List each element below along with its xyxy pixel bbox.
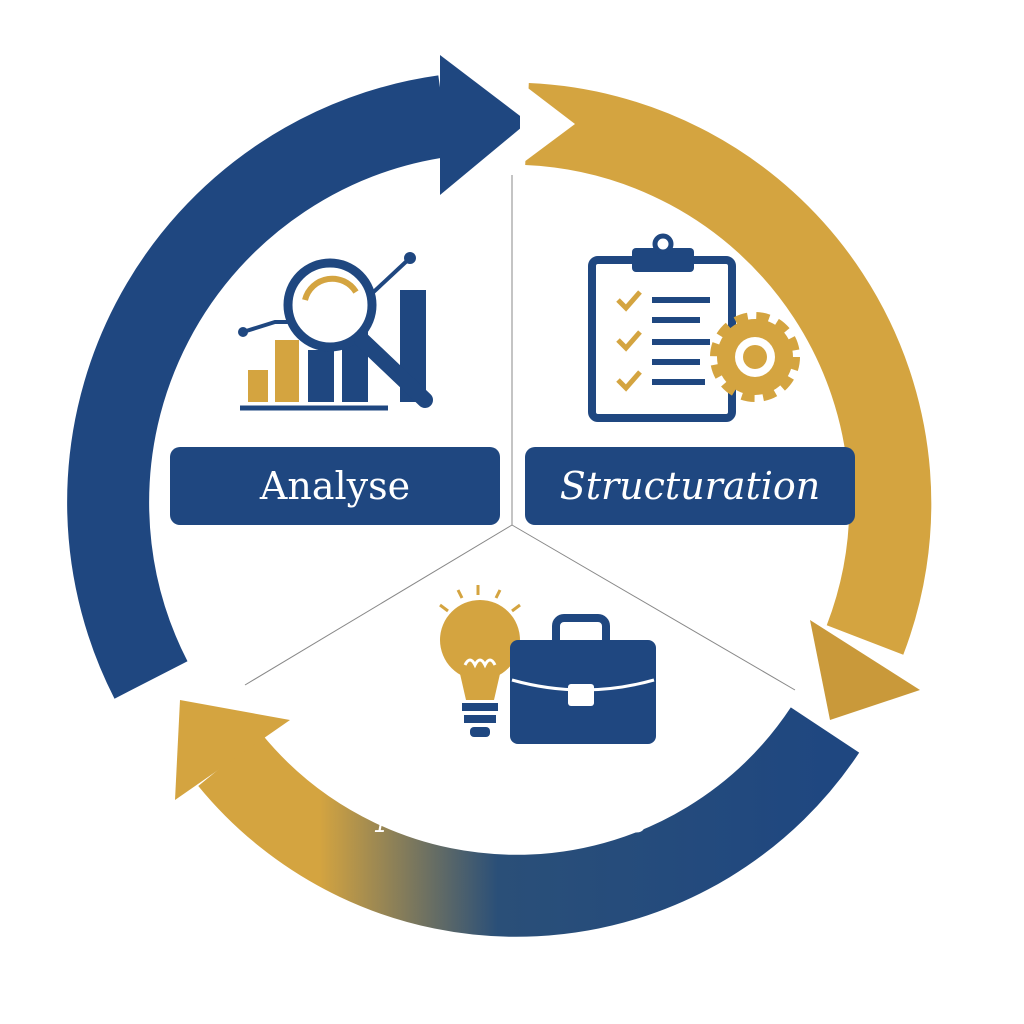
divider-line bbox=[244, 524, 513, 686]
analyse-banner: Analyse bbox=[170, 447, 500, 525]
implementation-label: Mise en œuvre bbox=[375, 799, 649, 841]
structuration-arrowhead bbox=[810, 620, 920, 720]
clipboard-gear-icon bbox=[588, 233, 800, 422]
structuration-label: Structuration bbox=[559, 464, 821, 508]
lightbulb-briefcase-icon bbox=[439, 585, 656, 744]
magnifier-chart-icon bbox=[238, 252, 433, 411]
analyse-label: Analyse bbox=[259, 464, 411, 508]
structuration-banner: Structuration bbox=[525, 447, 855, 525]
implementation-arrow-arc bbox=[198, 707, 860, 937]
divider-line bbox=[511, 524, 796, 691]
implementation-arrowhead bbox=[175, 700, 290, 800]
structuration-arrow-arc bbox=[525, 83, 932, 655]
structuration-arrowhead bbox=[520, 82, 575, 165]
implementation-banner: Mise en œuvre bbox=[312, 790, 712, 850]
analyse-arrow-arc bbox=[67, 75, 450, 699]
analyse-arrowhead bbox=[440, 55, 528, 195]
